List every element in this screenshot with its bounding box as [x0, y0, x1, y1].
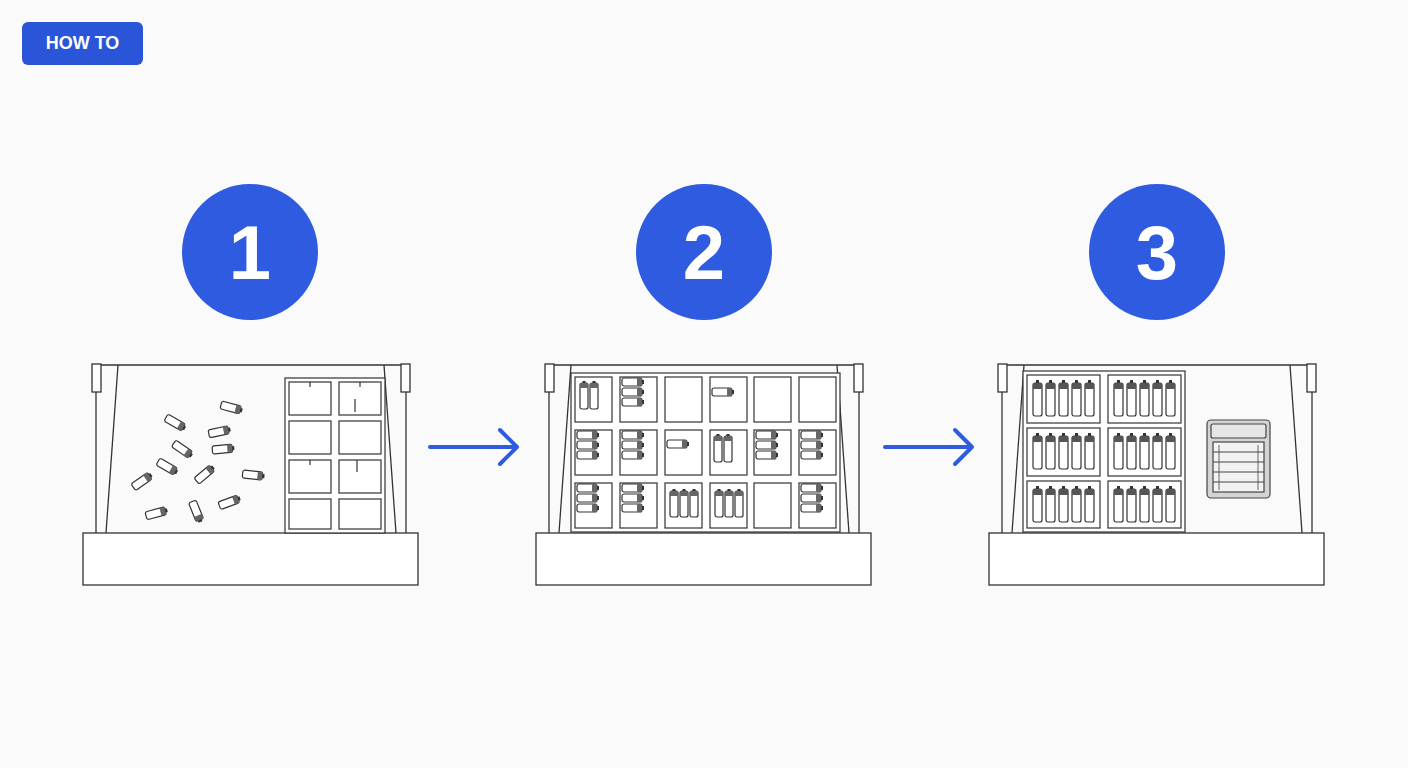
drawer-frame: [536, 364, 871, 585]
step-number-text: 3: [1136, 209, 1178, 296]
finished-organizer: [1023, 371, 1185, 532]
step-number: 3: [1089, 184, 1225, 320]
how-to-badge: HOW TO: [22, 22, 143, 65]
loose-batteries: [131, 401, 265, 523]
step-number-text: 1: [229, 209, 271, 296]
battery-charger: [1207, 420, 1270, 498]
drawer-frame: [989, 364, 1324, 585]
step-number: 1: [182, 184, 318, 320]
badge-label: HOW TO: [46, 33, 120, 54]
sorting-organizer: [571, 373, 840, 532]
step-number-text: 2: [683, 209, 725, 296]
drawer-frame: [83, 364, 418, 585]
step-number: 2: [636, 184, 772, 320]
empty-organizer: [285, 378, 385, 533]
